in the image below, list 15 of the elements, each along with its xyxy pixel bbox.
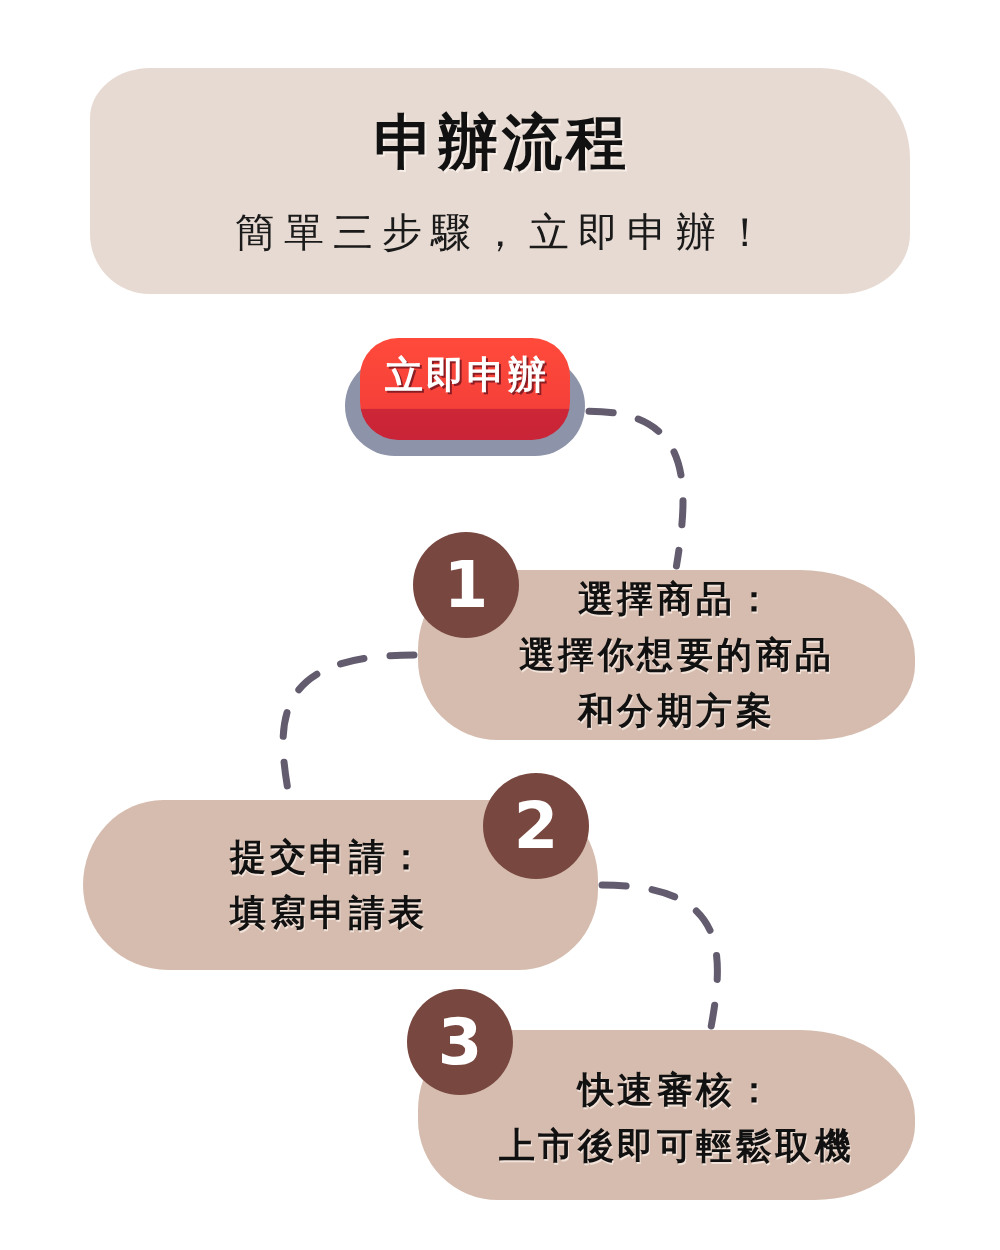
dashed-connector: [598, 881, 721, 1030]
step-number: 2: [483, 773, 589, 879]
step-title: 快速審核：: [577, 1068, 776, 1112]
start-button: 立即申辦: [345, 338, 585, 456]
step-description: 填寫申請表: [230, 891, 428, 935]
heading: 申辦流程: [373, 108, 630, 175]
title-panel: [90, 68, 910, 294]
step-number: 3: [407, 989, 513, 1095]
step-number: 1: [413, 532, 519, 638]
dashed-connector: [585, 407, 687, 570]
step-title: 提交申請：: [230, 835, 428, 879]
step-description: 上市後即可輕鬆取機: [498, 1124, 855, 1168]
step-description: 選擇你想要的商品和分期方案: [517, 633, 836, 733]
step-title: 選擇商品：: [577, 577, 776, 621]
subtitle: 簡單三步驟，立即申辦！: [234, 209, 774, 254]
